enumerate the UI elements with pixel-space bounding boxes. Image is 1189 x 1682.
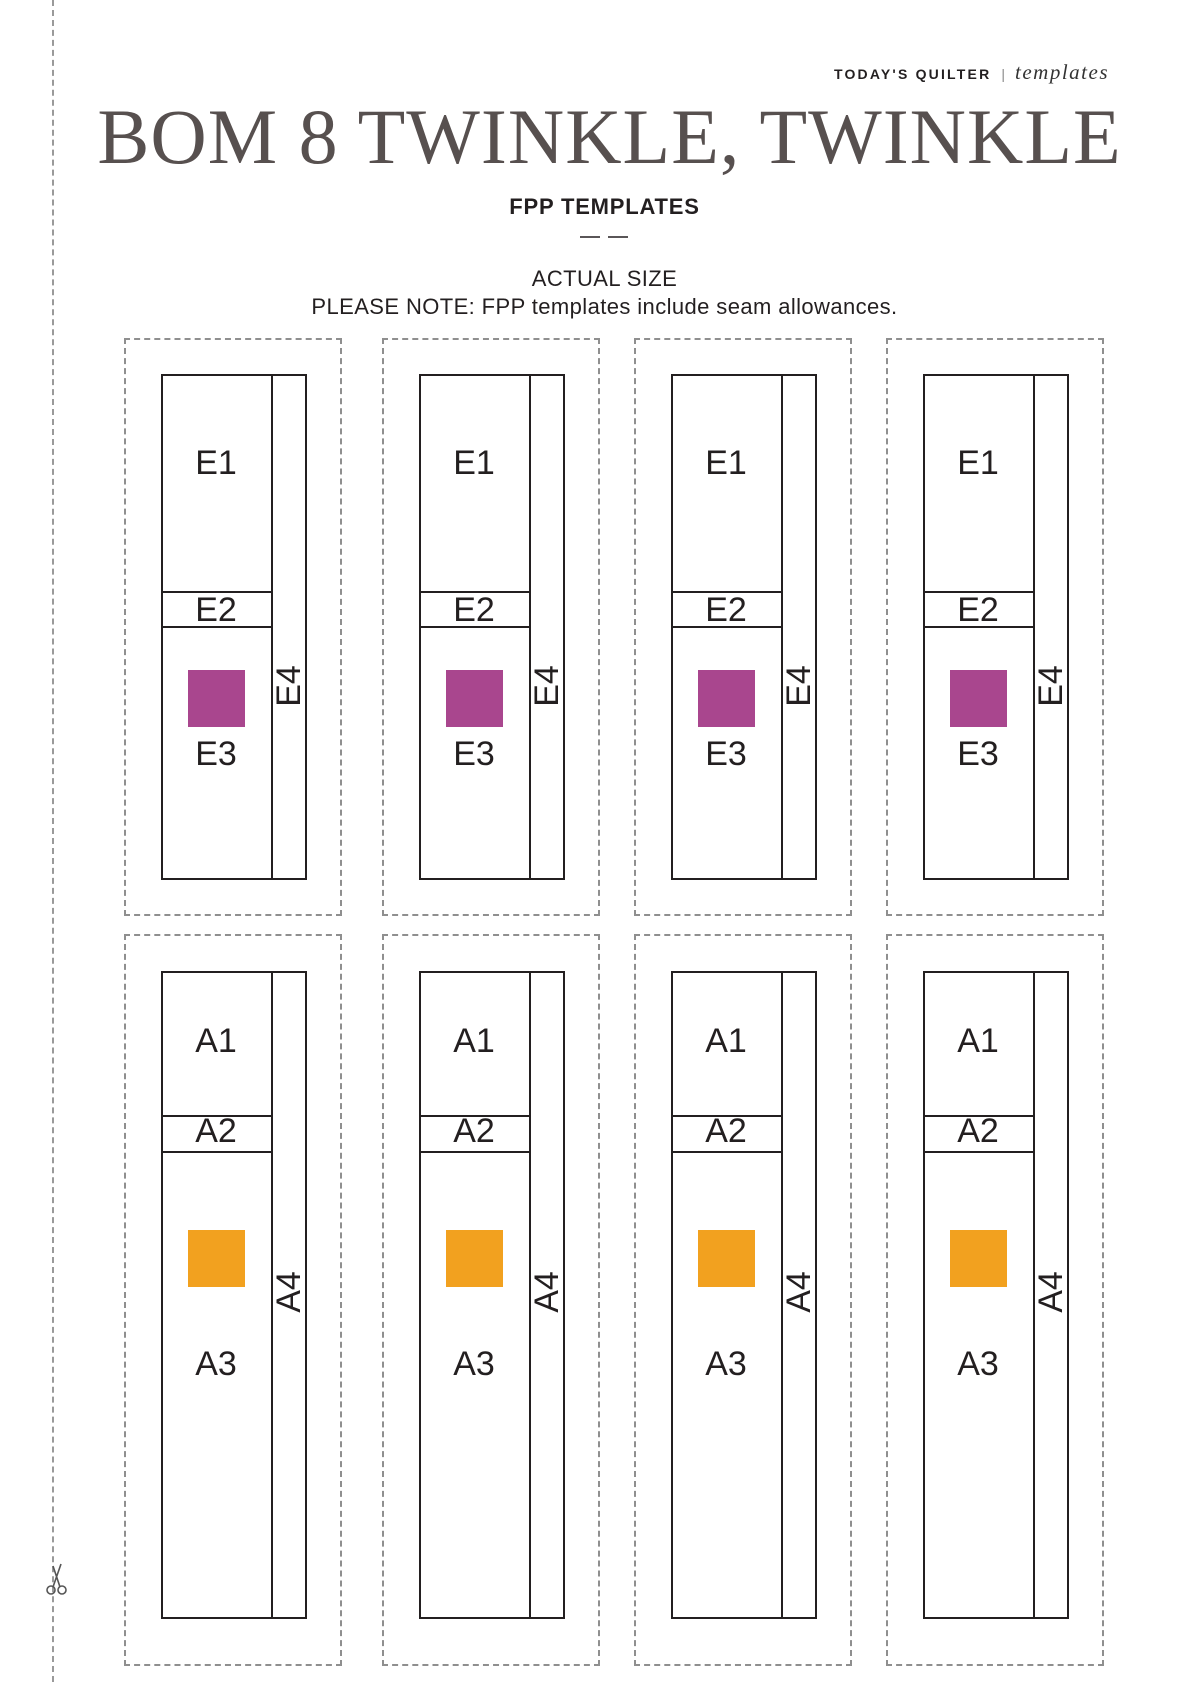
color-swatch <box>698 1230 755 1287</box>
template-side-strip <box>529 971 565 1619</box>
color-swatch <box>950 670 1007 727</box>
piece-label: A3 <box>195 1345 237 1383</box>
template-side-strip <box>1033 374 1069 880</box>
color-swatch <box>698 670 755 727</box>
template-main-piece <box>161 971 273 1619</box>
seam-line <box>923 1151 1033 1153</box>
piece-label: E3 <box>957 735 999 773</box>
template-a-4 <box>886 934 1104 1666</box>
template-main-piece <box>923 971 1035 1619</box>
template-main-piece <box>671 971 783 1619</box>
seam-line <box>419 626 529 628</box>
piece-label: A2 <box>453 1112 495 1150</box>
piece-label: A1 <box>957 1022 999 1060</box>
piece-label: A1 <box>453 1022 495 1060</box>
template-side-strip <box>271 374 307 880</box>
template-a-3 <box>634 934 852 1666</box>
piece-label: A4 <box>270 1271 308 1313</box>
seam-line <box>161 591 271 593</box>
page-subtitle: FPP TEMPLATES <box>509 194 700 219</box>
seam-allowance-note: PLEASE NOTE: FPP templates include seam … <box>311 294 898 319</box>
piece-label: A4 <box>528 1271 566 1313</box>
piece-label: E2 <box>705 591 747 629</box>
template-side-strip <box>781 971 817 1619</box>
piece-label: E2 <box>453 591 495 629</box>
seam-line <box>671 626 781 628</box>
piece-label: A3 <box>453 1345 495 1383</box>
page-header: TODAY'S QUILTER | templates <box>834 60 1109 85</box>
template-e-4 <box>886 338 1104 916</box>
color-swatch <box>188 670 245 727</box>
piece-label: A1 <box>705 1022 747 1060</box>
seam-line <box>419 1115 529 1117</box>
template-a-1 <box>124 934 342 1666</box>
cut-line <box>52 0 54 1682</box>
piece-label: A2 <box>705 1112 747 1150</box>
piece-label: E3 <box>705 735 747 773</box>
divider-ornament <box>580 236 628 238</box>
piece-label: A3 <box>705 1345 747 1383</box>
piece-label: A2 <box>957 1112 999 1150</box>
template-side-strip <box>1033 971 1069 1619</box>
piece-label: E4 <box>780 665 818 707</box>
seam-line <box>419 591 529 593</box>
template-e-3 <box>634 338 852 916</box>
seam-line <box>923 591 1033 593</box>
seam-line <box>671 1151 781 1153</box>
piece-label: E1 <box>705 444 747 482</box>
color-swatch <box>446 670 503 727</box>
piece-label: E4 <box>270 665 308 707</box>
piece-label: E3 <box>453 735 495 773</box>
template-main-piece <box>419 971 531 1619</box>
seam-line <box>923 626 1033 628</box>
piece-label: E2 <box>195 591 237 629</box>
template-side-strip <box>781 374 817 880</box>
template-a-2 <box>382 934 600 1666</box>
piece-label: A2 <box>195 1112 237 1150</box>
header-separator: | <box>1001 66 1006 82</box>
seam-line <box>161 1115 271 1117</box>
piece-label: E1 <box>453 444 495 482</box>
seam-line <box>161 1151 271 1153</box>
color-swatch <box>188 1230 245 1287</box>
piece-label: E1 <box>957 444 999 482</box>
template-e-1 <box>124 338 342 916</box>
section-name: templates <box>1015 60 1109 84</box>
magazine-name: TODAY'S QUILTER <box>833 66 992 82</box>
piece-label: E4 <box>528 665 566 707</box>
seam-line <box>923 1115 1033 1117</box>
page-title: BOM 8 TWINKLE, TWINKLE <box>97 93 1122 180</box>
piece-label: A4 <box>1032 1271 1070 1313</box>
piece-label: A4 <box>780 1271 818 1313</box>
color-swatch <box>446 1230 503 1287</box>
piece-label: A3 <box>957 1345 999 1383</box>
scissors-icon <box>46 1563 67 1595</box>
piece-label: E4 <box>1032 665 1070 707</box>
piece-label: E2 <box>957 591 999 629</box>
template-e-2 <box>382 338 600 916</box>
piece-label: E1 <box>195 444 237 482</box>
template-side-strip <box>271 971 307 1619</box>
color-swatch <box>950 1230 1007 1287</box>
seam-line <box>419 1151 529 1153</box>
piece-label: A1 <box>195 1022 237 1060</box>
size-note: ACTUAL SIZE PLEASE NOTE: FPP templates i… <box>0 265 1189 321</box>
actual-size-label: ACTUAL SIZE <box>531 266 678 291</box>
template-side-strip <box>529 374 565 880</box>
seam-line <box>671 591 781 593</box>
seam-line <box>161 626 271 628</box>
piece-label: E3 <box>195 735 237 773</box>
seam-line <box>671 1115 781 1117</box>
